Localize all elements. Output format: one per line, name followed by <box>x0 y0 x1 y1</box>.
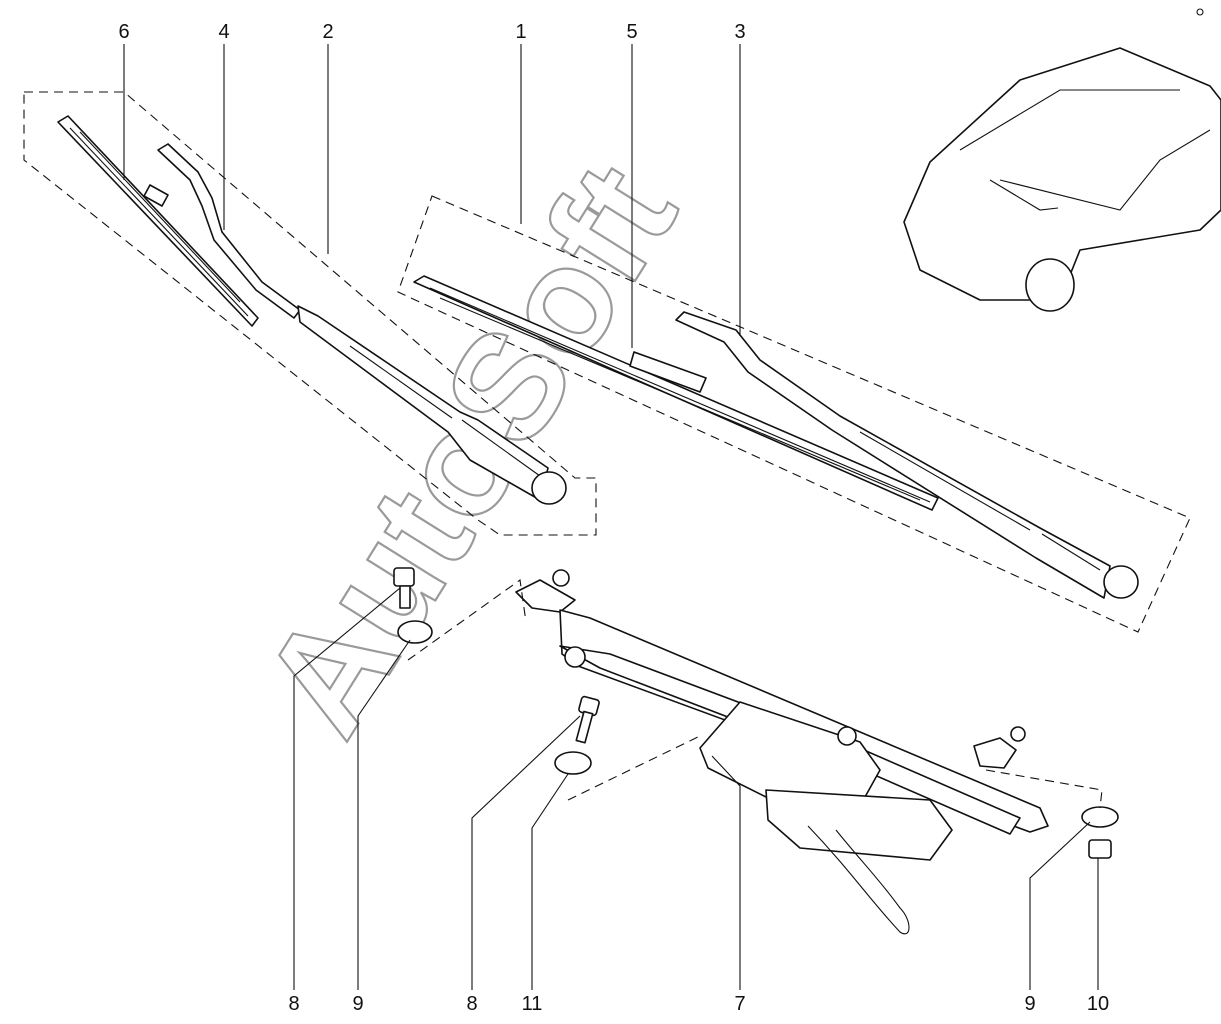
callout-2: 2 <box>322 21 333 43</box>
alignment-line-middle <box>567 735 701 801</box>
washer-middle <box>554 751 592 775</box>
car-location-illustration <box>903 8 1221 312</box>
left-wiper-arm <box>297 305 567 505</box>
callout-5: 5 <box>626 21 637 43</box>
callout-8-left: 8 <box>288 993 299 1015</box>
nut-right <box>1088 839 1112 859</box>
callout-7: 7 <box>734 993 745 1015</box>
callout-6: 6 <box>118 21 129 43</box>
callout-leaders <box>123 44 1099 990</box>
callout-9-left: 9 <box>352 993 363 1015</box>
callout-8-middle: 8 <box>466 993 477 1015</box>
callout-1: 1 <box>515 21 526 43</box>
left-group-dashed-outline <box>23 91 597 536</box>
right-group-dashed-outline <box>397 195 1191 633</box>
left-wiper-blade <box>57 115 259 327</box>
right-wiper-arm <box>675 311 1139 599</box>
washer-right <box>1081 806 1119 828</box>
callout-11: 11 <box>522 993 543 1015</box>
callout-4: 4 <box>218 21 229 43</box>
callout-3: 3 <box>734 21 745 43</box>
callout-9-right: 9 <box>1024 993 1035 1015</box>
bolt-left <box>393 567 415 609</box>
washer-left <box>397 620 433 644</box>
alignment-line-left <box>407 579 527 661</box>
wiper-motor-linkage <box>515 569 1049 935</box>
bolt-middle <box>575 695 600 744</box>
right-wiper-blade <box>413 275 939 511</box>
callout-10: 10 <box>1087 993 1109 1015</box>
